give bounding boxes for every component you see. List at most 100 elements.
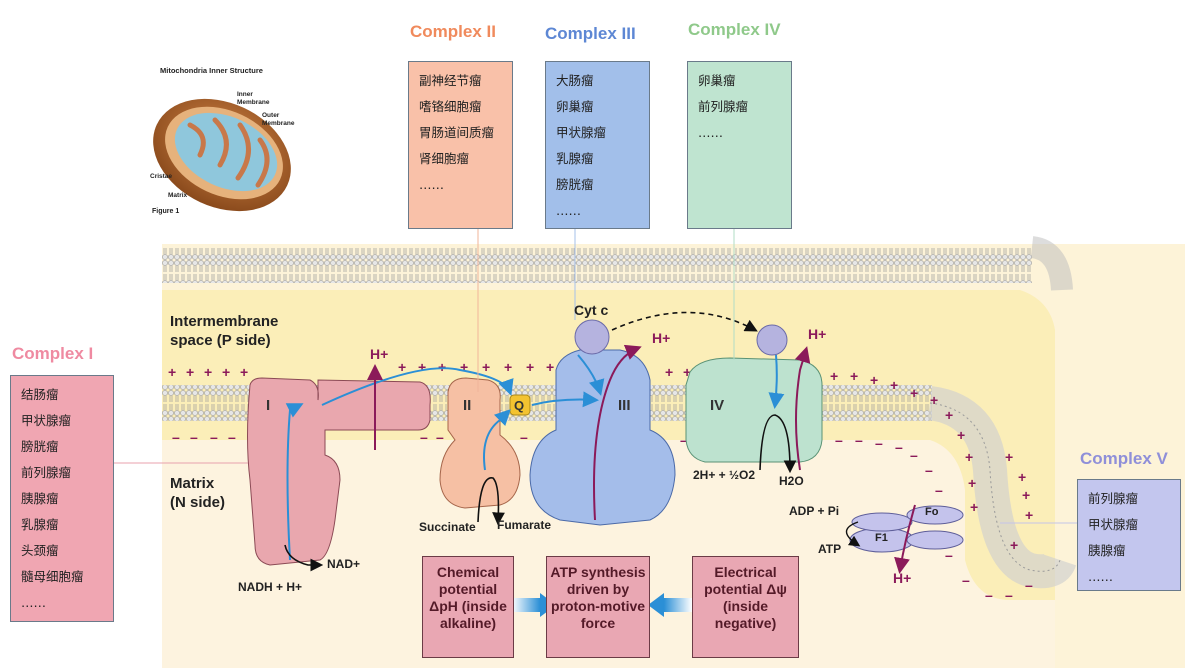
complex-v-title: Complex V	[1080, 449, 1168, 468]
complex-iii-label: III	[618, 397, 631, 414]
list-item: 胰腺瘤	[1088, 543, 1126, 558]
atp-synthesis-box: ATP synthesis driven by proton-motive fo…	[546, 556, 650, 658]
svg-text:–: –	[520, 429, 528, 445]
list-item: 膀胱瘤	[21, 439, 59, 454]
svg-text:–: –	[210, 429, 218, 445]
svg-text:–: –	[985, 587, 993, 603]
complex-ii-title: Complex II	[410, 22, 496, 41]
svg-text:–: –	[172, 429, 180, 445]
svg-text:–: –	[680, 432, 688, 448]
adp-label: ADP + Pi	[789, 504, 840, 518]
o2-label: 2H+ + ½O2	[693, 468, 756, 482]
complex-ii-list: 副神经节瘤 嗜铬细胞瘤 胃肠道间质瘤 肾细胞瘤 ……	[408, 61, 513, 229]
svg-text:+: +	[968, 475, 976, 491]
list-item: 嗜铬细胞瘤	[419, 99, 482, 114]
svg-text:–: –	[436, 429, 444, 445]
svg-text:+: +	[965, 449, 973, 465]
nadh-label: NADH + H+	[238, 580, 303, 594]
svg-text:+: +	[398, 359, 406, 375]
svg-text:+: +	[1010, 537, 1018, 553]
svg-text:–: –	[875, 435, 883, 451]
svg-text:+: +	[482, 359, 490, 375]
list-item: ……	[556, 203, 581, 218]
svg-text:–: –	[910, 447, 918, 463]
mito-cristae-label: Cristae	[150, 173, 173, 180]
complex-ii-label: II	[463, 397, 472, 414]
svg-text:+: +	[1005, 449, 1013, 465]
svg-text:–: –	[925, 462, 933, 478]
list-item: 卵巢瘤	[556, 99, 594, 114]
space-text: space (P side)	[170, 332, 271, 349]
nad-label: NAD+	[327, 557, 361, 571]
svg-text:–: –	[1005, 587, 1013, 603]
svg-text:+: +	[460, 359, 468, 375]
svg-text:–: –	[1025, 577, 1033, 593]
hplus-1: H+	[370, 346, 389, 362]
complex-iv-title: Complex IV	[688, 20, 781, 39]
complex-i-shape	[247, 377, 431, 566]
hplus-4: H+	[808, 326, 827, 342]
mito-inner-label: Inner Membrane	[237, 91, 270, 106]
svg-text:–: –	[190, 429, 198, 445]
list-item: 髓母细胞瘤	[21, 569, 84, 584]
svg-text:+: +	[204, 364, 212, 380]
list-item: ……	[1088, 569, 1113, 584]
svg-text:+: +	[1018, 469, 1026, 485]
list-item: 胰腺瘤	[21, 491, 59, 506]
list-item: ……	[698, 125, 723, 140]
svg-text:+: +	[418, 359, 426, 375]
list-item: 甲状腺瘤	[21, 413, 72, 428]
fo-label: Fo	[925, 506, 939, 518]
svg-text:+: +	[945, 407, 953, 423]
list-item: 肾细胞瘤	[419, 151, 470, 166]
svg-text:+: +	[930, 392, 938, 408]
complex-iii-list: 大肠瘤 卵巢瘤 甲状腺瘤 乳腺瘤 膀胱瘤 ……	[545, 61, 650, 229]
mito-figure-label: Figure 1	[152, 208, 180, 215]
intermembrane-label: Intermembrane space (P side)	[170, 312, 278, 350]
nside-text: (N side)	[170, 494, 226, 511]
matrix-label: Matrix (N side)	[170, 474, 225, 512]
list-item: 卵巢瘤	[698, 73, 736, 88]
svg-text:–: –	[228, 429, 236, 445]
svg-text:–: –	[895, 439, 903, 455]
electrical-potential-box: Electrical potential Δψ (inside negative…	[692, 556, 799, 658]
chemical-potential-box: Chemical potential ΔpH (inside alkaline)	[422, 556, 514, 658]
hplus-3: H+	[652, 330, 671, 346]
svg-text:+: +	[870, 372, 878, 388]
svg-text:+: +	[526, 359, 534, 375]
svg-text:+: +	[168, 364, 176, 380]
svg-text:–: –	[962, 572, 970, 588]
list-item: 甲状腺瘤	[1088, 517, 1139, 532]
svg-text:+: +	[546, 359, 554, 375]
svg-text:–: –	[835, 432, 843, 448]
svg-text:+: +	[438, 359, 446, 375]
hplus-5: H+	[893, 570, 912, 586]
svg-text:+: +	[1022, 487, 1030, 503]
svg-text:+: +	[683, 364, 691, 380]
list-item: 前列腺瘤	[1088, 491, 1139, 506]
complex-i-title: Complex I	[12, 344, 94, 363]
list-item: 副神经节瘤	[419, 73, 482, 88]
succinate-label: Succinate	[419, 520, 476, 534]
complex-i-list: 结肠瘤 甲状腺瘤 膀胱瘤 前列腺瘤 胰腺瘤 乳腺瘤 头颈瘤 髓母细胞瘤 ……	[10, 375, 114, 622]
list-item: 头颈瘤	[21, 543, 59, 558]
list-item: 甲状腺瘤	[556, 125, 607, 140]
h2o-label: H2O	[779, 474, 804, 488]
complex-v-list: 前列腺瘤 甲状腺瘤 胰腺瘤 ……	[1077, 479, 1181, 591]
svg-text:–: –	[855, 432, 863, 448]
complex-i-label: I	[266, 397, 271, 414]
list-item: 乳腺瘤	[21, 517, 59, 532]
complex-iii-title: Complex III	[545, 24, 636, 43]
svg-text:–: –	[935, 482, 943, 498]
svg-text:+: +	[970, 499, 978, 515]
mitochondria-image	[153, 98, 291, 212]
svg-text:–: –	[945, 547, 953, 563]
mito-outer-label: Outer Membrane	[262, 112, 295, 127]
list-item: ……	[419, 177, 444, 192]
list-item: 大肠瘤	[556, 73, 594, 88]
svg-text:+: +	[1025, 507, 1033, 523]
list-item: 胃肠道间质瘤	[419, 125, 495, 140]
svg-text:–: –	[420, 429, 428, 445]
list-item: 结肠瘤	[21, 387, 59, 402]
